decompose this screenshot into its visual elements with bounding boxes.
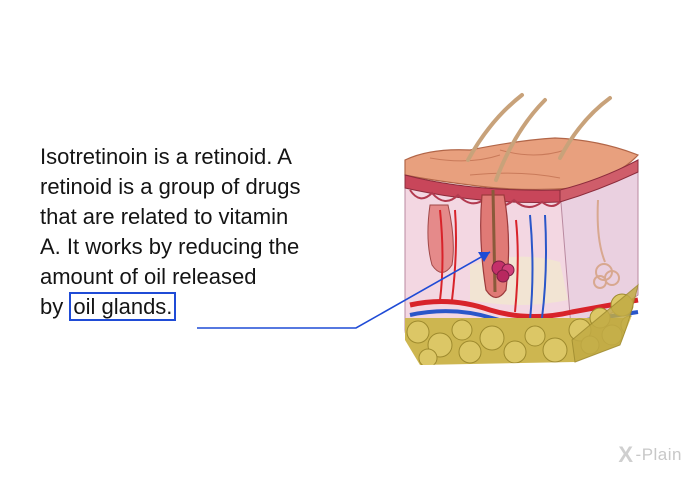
left-gland: [427, 204, 454, 273]
artery-vessel: [409, 297, 639, 319]
explanation-text: Isotretinoin is a retinoid. A retinoid i…: [40, 142, 380, 322]
hair-shaft-3: [558, 96, 612, 160]
text-line-2: retinoid is a group of drugs: [40, 174, 301, 199]
text-line-6: by oil glands.: [40, 292, 380, 322]
text-line-1: Isotretinoin is a retinoid. A: [40, 144, 292, 169]
text-line-4: A. It works by reducing the: [40, 234, 300, 259]
text-line-5: amount of oil released: [40, 264, 257, 289]
callout-line: [197, 251, 491, 329]
hair-shaft-1: [466, 93, 524, 162]
xplain-logo: X -Plain: [618, 442, 682, 468]
text-line-3: that are related to vitamin: [40, 204, 289, 229]
logo-mark: X: [618, 442, 634, 467]
text-line-6-prefix: by: [40, 294, 70, 319]
oil-glands-highlight: oil glands.: [69, 292, 177, 321]
logo-text: -Plain: [635, 445, 682, 464]
hair-shaft-2: [494, 98, 547, 182]
coiled-sweat-gland: [593, 199, 620, 289]
callout-arrowhead: [478, 252, 490, 262]
epidermis-top: [404, 137, 640, 191]
sebaceous-gland: [491, 260, 515, 283]
